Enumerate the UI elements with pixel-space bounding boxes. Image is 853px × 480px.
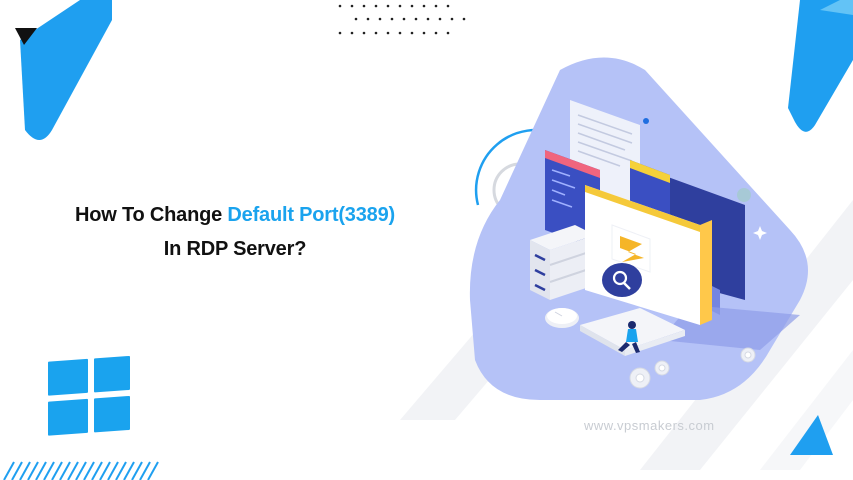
person-icon — [618, 321, 640, 353]
windows-logo-icon — [48, 355, 130, 436]
blue-dot — [643, 118, 649, 124]
dot-grid — [338, 4, 466, 35]
teal-dot — [737, 188, 751, 202]
blue-stroke-top-right — [788, 0, 853, 132]
headline-prefix: How To Change — [75, 204, 228, 226]
code-panel-right-top — [630, 160, 670, 183]
hatch-lines — [3, 461, 159, 480]
mouse-icon — [545, 308, 579, 328]
gear-icon — [629, 347, 756, 389]
main-window-frame — [700, 220, 712, 325]
blue-stroke-top-right-small — [820, 0, 853, 15]
server-stack-icon — [530, 225, 596, 300]
code-lines-left — [551, 169, 576, 208]
bg-stripe-right-2 — [760, 350, 853, 470]
headline: How To Change Default Port(3389) In RDP … — [20, 198, 450, 266]
doc-text-lines — [577, 114, 633, 167]
black-triangle-icon — [15, 28, 37, 45]
search-icon — [602, 263, 642, 297]
blue-stroke-top-left — [20, 0, 112, 140]
headline-highlight: Default Port(3389) — [227, 204, 395, 226]
sparkle-icon — [694, 95, 767, 240]
z-logo-icon — [620, 236, 644, 262]
blue-triangle — [790, 415, 833, 455]
main-window-side — [585, 185, 700, 232]
headline-line-1: How To Change Default Port(3389) — [20, 198, 450, 232]
headline-line-2: In RDP Server? — [163, 238, 307, 260]
code-panel-left-top — [545, 150, 600, 178]
watermark: www.vpsmakers.com — [584, 418, 715, 433]
